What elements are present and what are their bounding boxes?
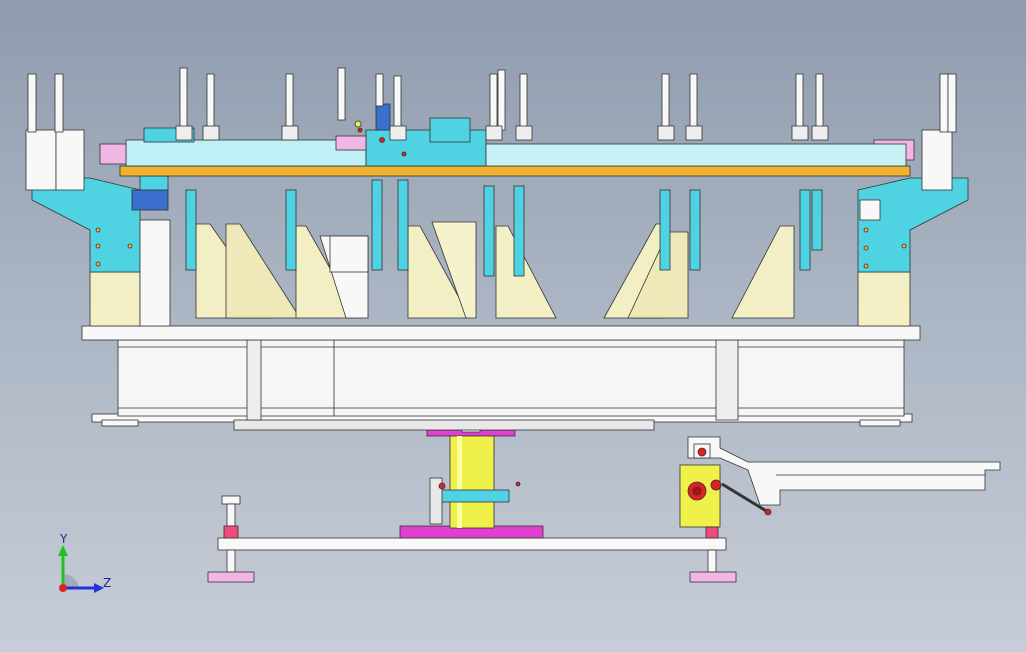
clamp-pins <box>179 67 824 131</box>
lower-base-plate <box>207 495 737 583</box>
top-mounting-plate <box>81 325 921 341</box>
origin-icon <box>59 584 67 592</box>
top-part-rail <box>99 103 911 177</box>
cyan-support-posts <box>185 179 823 277</box>
pivot-column <box>426 419 521 529</box>
locator-brackets <box>195 221 795 319</box>
clamp-heads <box>175 125 829 141</box>
rotation-lock-arm <box>679 436 1001 539</box>
red-markers <box>354 120 407 157</box>
view-orientation-triad: Y Z <box>58 532 111 593</box>
main-beam <box>91 339 913 431</box>
right-end-support <box>857 73 969 327</box>
y-axis-label: Y <box>59 532 68 546</box>
left-end-support <box>25 73 171 327</box>
z-axis-label: Z <box>103 576 111 590</box>
